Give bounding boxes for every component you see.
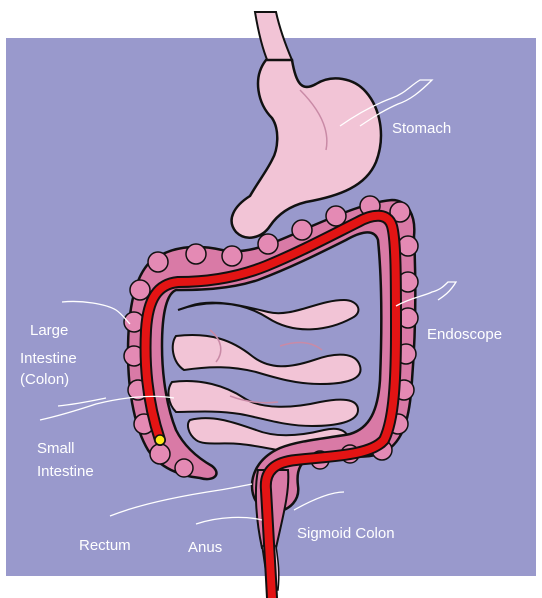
label-endoscope: Endoscope <box>427 326 502 343</box>
label-rectum: Rectum <box>79 537 131 554</box>
label-sigmoid-colon: Sigmoid Colon <box>297 525 395 542</box>
label-small-intestine-1: Small <box>37 440 75 457</box>
label-large-intestine-2: Intestine <box>20 350 77 367</box>
label-anus: Anus <box>188 539 222 556</box>
label-large-intestine-1: Large <box>30 322 68 339</box>
label-small-intestine-2: Intestine <box>37 463 94 480</box>
label-stomach: Stomach <box>392 120 451 137</box>
label-large-intestine-3: (Colon) <box>20 371 69 388</box>
endoscope-tip <box>155 435 165 445</box>
